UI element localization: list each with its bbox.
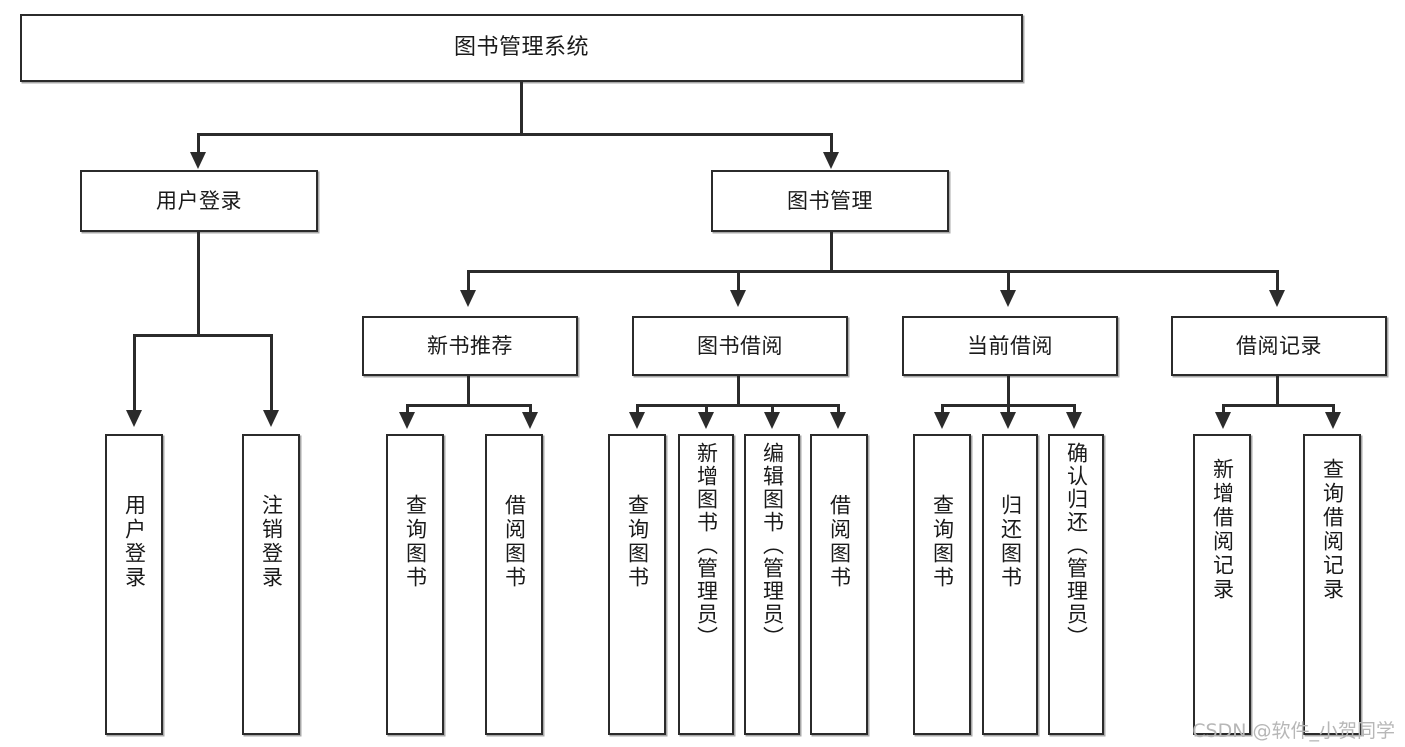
connector-user-login-stem	[197, 232, 200, 337]
arrowhead-leaf-return-book	[1000, 412, 1016, 429]
connector-new-book-stem	[467, 376, 470, 407]
arrowhead-leaf-query-book-2	[629, 412, 645, 429]
node-label: 借阅记录	[1236, 333, 1322, 358]
connector-book-borrow-drop-4	[837, 404, 840, 415]
arrowhead-to-new-book-recommend	[460, 290, 476, 307]
connector-user-login-drop-2	[270, 334, 273, 414]
connector-book-management-stem	[830, 232, 833, 272]
arrowhead-to-current-borrow	[1000, 290, 1016, 307]
connector-user-login-drop-1	[133, 334, 136, 414]
connector-current-borrow-drop-3	[1073, 404, 1076, 415]
connector-book-borrow-drop-2	[705, 404, 708, 415]
connector-level3-bus	[467, 270, 1279, 273]
connector-current-borrow-drop-2	[1007, 404, 1010, 415]
leaf-confirm-return[interactable]: 确认归还（管理员）	[1048, 434, 1104, 735]
connector-root-drop-right	[830, 133, 833, 157]
arrowhead-leaf-edit-book	[764, 412, 780, 429]
node-label: 查询图书	[625, 494, 650, 590]
node-label: 查询图书	[930, 494, 955, 590]
connector-book-borrow-drop-1	[636, 404, 639, 415]
node-label: 图书管理	[787, 188, 873, 213]
connector-level3-drop-4	[1276, 270, 1279, 294]
arrowhead-leaf-borrow-book-1	[522, 412, 538, 429]
leaf-query-record[interactable]: 查询借阅记录	[1303, 434, 1361, 735]
connector-root-stem	[520, 82, 523, 135]
node-book-management[interactable]: 图书管理	[711, 170, 949, 232]
connector-book-borrow-drop-3	[771, 404, 774, 415]
leaf-borrow-book-2[interactable]: 借阅图书	[810, 434, 868, 735]
connector-new-book-drop-2	[529, 404, 532, 415]
connector-level3-drop-3	[1007, 270, 1010, 294]
connector-new-book-bus	[406, 404, 532, 407]
arrowhead-leaf-borrow-book-2	[830, 412, 846, 429]
node-label: 当前借阅	[967, 333, 1053, 358]
arrowhead-leaf-query-book-3	[934, 412, 950, 429]
node-label: 归还图书	[998, 494, 1023, 590]
node-label: 新增借阅记录	[1210, 458, 1235, 602]
arrowhead-leaf-add-record	[1215, 412, 1231, 429]
leaf-user-login[interactable]: 用户登录	[105, 434, 163, 735]
connector-book-borrow-stem	[737, 376, 740, 407]
connector-current-borrow-stem	[1007, 376, 1010, 407]
connector-book-borrow-bus	[636, 404, 840, 407]
arrowhead-to-user-login	[190, 152, 206, 169]
arrowhead-to-book-management	[823, 152, 839, 169]
connector-borrow-record-drop-2	[1332, 404, 1335, 415]
connector-borrow-record-bus	[1222, 404, 1335, 407]
node-label: 编辑图书（管理员）	[760, 442, 785, 649]
connector-root-drop-left	[197, 133, 200, 157]
connector-user-login-bus	[133, 334, 273, 337]
connector-level3-drop-1	[467, 270, 470, 294]
node-label: 查询图书	[403, 494, 428, 590]
leaf-add-book[interactable]: 新增图书（管理员）	[678, 434, 734, 735]
arrowhead-to-book-borrow	[730, 290, 746, 307]
arrowhead-leaf-add-book	[698, 412, 714, 429]
leaf-query-book-3[interactable]: 查询图书	[913, 434, 971, 735]
node-new-book-recommend[interactable]: 新书推荐	[362, 316, 578, 376]
node-label: 图书管理系统	[453, 35, 589, 61]
arrowhead-to-borrow-record	[1269, 290, 1285, 307]
node-current-borrow[interactable]: 当前借阅	[902, 316, 1118, 376]
arrowhead-leaf-logout-login	[263, 410, 279, 427]
leaf-return-book[interactable]: 归还图书	[982, 434, 1038, 735]
connector-borrow-record-stem	[1276, 376, 1279, 407]
node-label: 图书借阅	[697, 333, 783, 358]
node-root-book-management-system[interactable]: 图书管理系统	[20, 14, 1023, 82]
arrowhead-leaf-query-book-1	[399, 412, 415, 429]
connector-root-bus	[197, 133, 833, 136]
connector-level3-drop-2	[737, 270, 740, 294]
node-borrow-record[interactable]: 借阅记录	[1171, 316, 1387, 376]
leaf-query-book-1[interactable]: 查询图书	[386, 434, 444, 735]
leaf-add-record[interactable]: 新增借阅记录	[1193, 434, 1251, 735]
node-label: 查询借阅记录	[1320, 458, 1345, 602]
node-label: 确认归还（管理员）	[1064, 442, 1089, 649]
connector-current-borrow-drop-1	[941, 404, 944, 415]
node-label: 用户登录	[122, 494, 147, 590]
node-label: 用户登录	[156, 188, 242, 213]
leaf-borrow-book-1[interactable]: 借阅图书	[485, 434, 543, 735]
connector-borrow-record-drop-1	[1222, 404, 1225, 415]
arrowhead-leaf-user-login	[126, 410, 142, 427]
node-label: 新增图书（管理员）	[694, 442, 719, 649]
node-label: 借阅图书	[827, 494, 852, 590]
connector-new-book-drop-1	[406, 404, 409, 415]
node-label: 注销登录	[259, 494, 284, 590]
arrowhead-leaf-confirm-return	[1066, 412, 1082, 429]
leaf-query-book-2[interactable]: 查询图书	[608, 434, 666, 735]
arrowhead-leaf-query-record	[1325, 412, 1341, 429]
node-label: 借阅图书	[502, 494, 527, 590]
node-label: 新书推荐	[427, 333, 513, 358]
node-book-borrow[interactable]: 图书借阅	[632, 316, 848, 376]
leaf-logout-login[interactable]: 注销登录	[242, 434, 300, 735]
node-user-login[interactable]: 用户登录	[80, 170, 318, 232]
leaf-edit-book[interactable]: 编辑图书（管理员）	[744, 434, 800, 735]
